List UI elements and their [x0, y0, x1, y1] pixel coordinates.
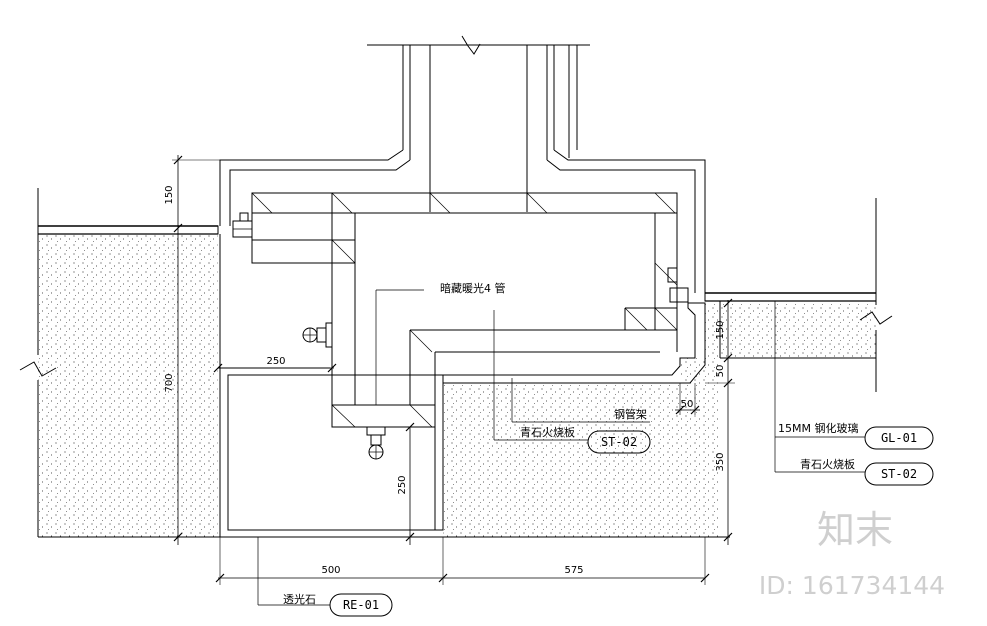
- label-translucent: 透光石: [283, 592, 316, 606]
- dim-150-left: 150: [164, 185, 175, 204]
- glass-clip-left: [232, 212, 253, 238]
- upper-column: [367, 35, 590, 212]
- tag-st02-right: ST-02: [864, 462, 934, 486]
- watermark-id: ID: 161734144: [759, 571, 945, 600]
- dim-700: 700: [164, 373, 175, 392]
- label-glass: 15MM 钢化玻璃: [778, 421, 858, 435]
- dim-50-right: 50: [715, 365, 726, 378]
- dim-575: 575: [564, 565, 583, 576]
- svg-text:RE-01: RE-01: [343, 598, 379, 612]
- leader-lines: [257, 289, 865, 606]
- tag-gl01: GL-01: [864, 426, 934, 450]
- tag-re01: RE-01: [329, 593, 393, 617]
- ground-slab-left: [37, 225, 219, 235]
- dim-250-horizontal: 250: [266, 356, 285, 367]
- left-edge-break: [19, 188, 730, 538]
- dimension-lines: [172, 155, 735, 585]
- stone-cladding: [434, 302, 706, 531]
- dim-350: 350: [715, 452, 726, 471]
- svg-text:GL-01: GL-01: [881, 431, 917, 445]
- svg-text:ST-02: ST-02: [601, 435, 637, 449]
- label-stone-left: 青石火烧板: [520, 425, 575, 439]
- dim-50-small: 50: [681, 399, 694, 410]
- soil-fill-mid: [443, 358, 705, 537]
- label-steel-frame: 钢管架: [614, 407, 647, 421]
- steel-frame: [251, 192, 678, 428]
- soil-fill-left: [38, 235, 218, 537]
- dim-250-vertical: 250: [397, 475, 408, 494]
- lamp-fixture-side: [302, 322, 333, 348]
- dim-500: 500: [321, 565, 340, 576]
- tag-st02-left: ST-02: [587, 430, 651, 454]
- right-edge-break: [859, 198, 893, 392]
- soil-fill-right: [705, 303, 876, 537]
- label-stone-right: 青石火烧板: [800, 457, 855, 471]
- svg-text:ST-02: ST-02: [881, 467, 917, 481]
- label-main-note: 暗藏暖光4 管: [440, 281, 506, 295]
- watermark-brand: 知末: [817, 508, 893, 552]
- lamp-fixture-bottom: [366, 426, 386, 460]
- dim-150-right: 150: [715, 320, 726, 339]
- glass-clip-right: [667, 267, 689, 303]
